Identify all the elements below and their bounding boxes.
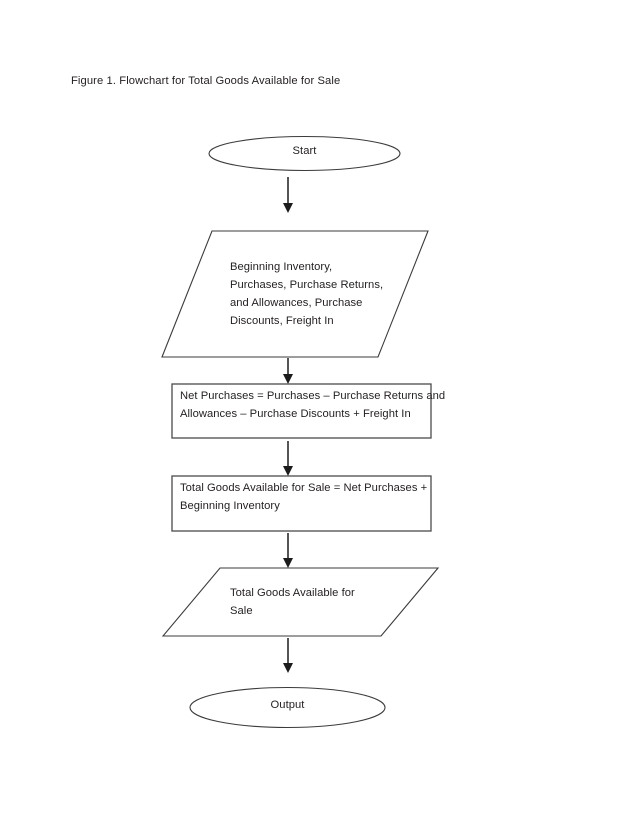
arrowhead-icon: [283, 466, 293, 476]
input-parallelogram-shape: [161, 230, 429, 358]
output-parallelogram-shape: [161, 567, 440, 637]
input-line-3: and Allowances, Purchase: [230, 297, 362, 309]
output-label: Output: [271, 699, 306, 711]
net-purchases-line-2: Allowances – Purchase Discounts + Freigh…: [180, 408, 411, 420]
connector-start-to-input: [283, 177, 293, 213]
arrowhead-icon: [283, 663, 293, 673]
net-purchases-line-1: Net Purchases = Purchases – Purchase Ret…: [180, 390, 445, 402]
input-line-2: Purchases, Purchase Returns,: [230, 279, 383, 291]
input-line-1: Beginning Inventory,: [230, 261, 332, 273]
flow-node-output-data: Total Goods Available for Sale: [161, 567, 440, 637]
arrowhead-icon: [283, 203, 293, 213]
connector-net-purchases-to-total: [283, 441, 293, 476]
flow-node-total-goods-calc: Total Goods Available for Sale = Net Pur…: [171, 475, 432, 532]
figure-caption: Figure 1. Flowchart for Total Goods Avai…: [71, 75, 341, 87]
total-goods-line-1: Total Goods Available for Sale = Net Pur…: [180, 482, 427, 494]
connector-total-to-output-data: [283, 533, 293, 568]
flow-node-start: Start: [208, 135, 401, 172]
output-data-line-1: Total Goods Available for: [230, 587, 355, 599]
flow-node-input-data: Beginning Inventory, Purchases, Purchase…: [161, 230, 429, 358]
connector-output-data-to-output: [283, 638, 293, 673]
arrowhead-icon: [283, 558, 293, 568]
net-purchases-rect-shape: [171, 383, 432, 439]
start-label: Start: [293, 145, 318, 157]
total-goods-rect-shape: [171, 475, 432, 532]
flow-node-net-purchases: Net Purchases = Purchases – Purchase Ret…: [171, 383, 445, 439]
start-ellipse-shape: [208, 135, 401, 172]
output-data-line-2: Sale: [230, 605, 253, 617]
output-ellipse-shape: [189, 686, 386, 729]
arrowhead-icon: [283, 374, 293, 384]
input-line-4: Discounts, Freight In: [230, 315, 334, 327]
total-goods-line-2: Beginning Inventory: [180, 500, 280, 512]
connector-input-to-net-purchases: [283, 358, 293, 384]
flow-node-output: Output: [189, 686, 386, 729]
